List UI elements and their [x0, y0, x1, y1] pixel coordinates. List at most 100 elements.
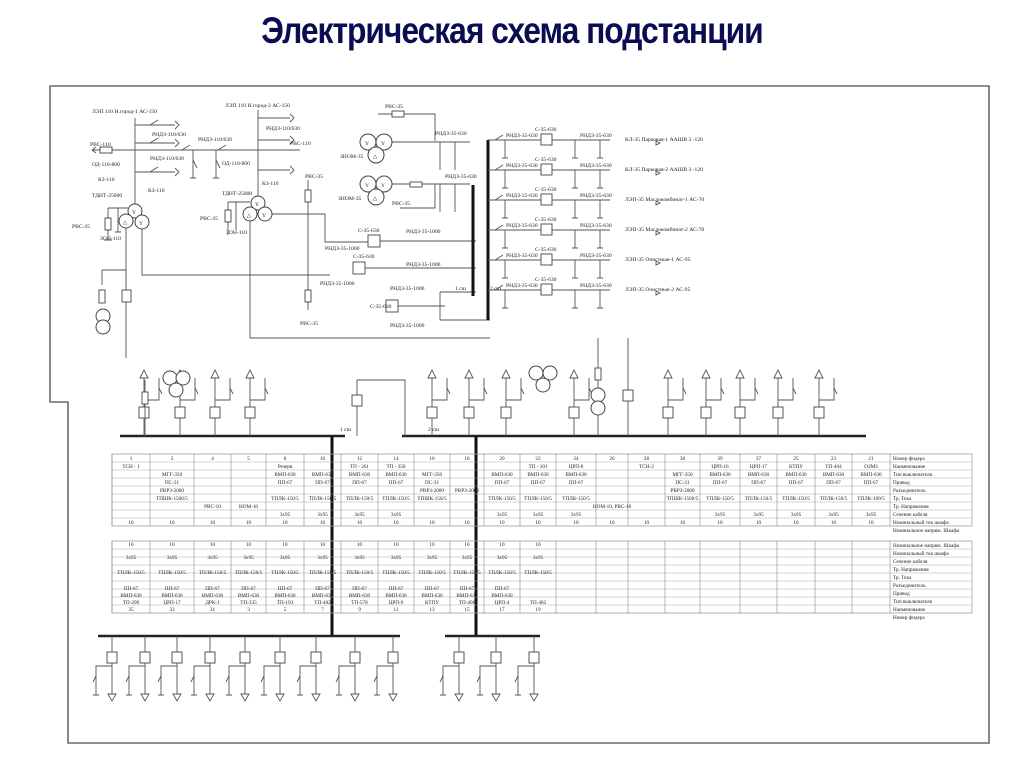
disconnector-icon: [494, 194, 504, 201]
table-cell: 3х95: [391, 512, 402, 518]
table-cell: 3х95: [126, 555, 137, 561]
table-cell: ТПЛК-150/5: [346, 570, 374, 576]
table-cell: 3х95: [715, 512, 726, 518]
table-row-label: Привод: [893, 480, 910, 486]
table-cell: 26: [609, 456, 615, 462]
table-cell: 37: [756, 456, 762, 462]
table-cell: КТПУ: [425, 600, 439, 606]
label-bus-10-1: 1 сш: [340, 427, 352, 433]
table-cell: ПП-67: [315, 480, 330, 486]
tsn-line: [597, 338, 629, 436]
table-cell: 10: [393, 542, 399, 548]
table-cell: ТПЛК-150/5: [782, 496, 810, 502]
table-cell: ТПШК-1500/5: [156, 496, 188, 502]
breaker-icon: [274, 651, 286, 664]
table-cell: ТП-482: [314, 600, 331, 606]
cable-end-icon: [172, 693, 182, 702]
table-cell: ВМП-630: [120, 593, 142, 599]
delta-symbol: △: [373, 154, 378, 160]
table-row-label: Наименование: [893, 464, 926, 470]
table-cell: 10: [169, 542, 175, 548]
label-rndz-35-630: РНДЗ-35-630: [506, 133, 538, 139]
table-cell: ВМП-630: [349, 472, 371, 478]
ground-switch-icon: [432, 378, 451, 401]
table-cell: 10: [609, 520, 615, 526]
table-row-label: Наименование: [893, 607, 926, 613]
table-cell: 3х95: [391, 555, 402, 561]
label-rndz-110-c: РНДЗ-110/630: [198, 137, 232, 143]
breaker-icon: [106, 651, 118, 664]
table-cell: ПС-31: [675, 480, 690, 486]
ground-switch-icon: [250, 378, 269, 401]
cable-end-icon: [464, 368, 474, 379]
table-cell: 22: [535, 456, 541, 462]
table-row-label: Привод: [893, 591, 910, 597]
ground-switch-icon: [778, 378, 797, 401]
table-cell: ЦРП-16: [711, 464, 729, 470]
table-cell: 10: [393, 520, 399, 526]
label-c-35-630: С-35-630: [535, 277, 557, 283]
ground-switch-icon: [125, 665, 145, 696]
breaker-icon: [463, 406, 475, 419]
ground-switch-icon: [190, 665, 210, 696]
ground-switch-icon: [335, 665, 355, 696]
label-kz-110-right: КЗ-110: [262, 181, 279, 187]
table-cell: ВМП-630: [565, 472, 587, 478]
breaker-icon: [772, 406, 784, 419]
table-cell: ПП-67: [241, 586, 256, 592]
table-cell: 5: [284, 607, 287, 613]
cable-end-icon: [501, 368, 511, 379]
cable-end-icon: [529, 693, 539, 702]
arrester-icon: [99, 146, 113, 154]
label-rndz-35-630: РНДЗ-35-630: [506, 163, 538, 169]
table-cell: 10: [246, 520, 252, 526]
table-cell: 21: [868, 456, 874, 462]
table-cell: 10: [357, 542, 363, 548]
drawing-frame: [49, 85, 990, 744]
feeder-name: ЛЭП-35 Очистные-1 АС-95: [625, 257, 691, 263]
arrester-icon: [141, 391, 149, 405]
label-rndz-35-630: РНДЗ-35-630: [580, 133, 612, 139]
table-cell: 10: [320, 542, 326, 548]
table-cell: МГГ-350: [672, 472, 693, 478]
ground-switch-icon: [439, 665, 459, 696]
table-cell: 10: [756, 520, 762, 526]
table-row-label: Номер фидера: [893, 455, 925, 462]
label-zon-110-left: ЗОН-110: [100, 236, 121, 242]
table-cell: 10: [464, 520, 470, 526]
table-cell: ТСН - 1: [122, 464, 140, 470]
table-cell: 17: [499, 607, 505, 613]
breaker-icon: [500, 406, 512, 419]
table-cell: 10: [320, 520, 326, 526]
table-cell: ТПЛК-150/5: [309, 570, 337, 576]
wye-symbol: Y: [255, 202, 259, 208]
table-cell: ЦРП-17: [163, 600, 181, 606]
table-row-label: Номинальное напряж. Шкафа: [893, 527, 960, 534]
table-cell: 10: [282, 520, 288, 526]
ground-switch-icon: [819, 378, 838, 401]
table-cell: ВМП-630: [274, 472, 296, 478]
table-cell: ТП-408: [459, 600, 476, 606]
breaker-icon: [244, 406, 256, 419]
ground-switch-icon: [502, 290, 603, 309]
table-cell: ТПЛК-150/5: [706, 496, 734, 502]
disconnector-icon: [494, 284, 504, 291]
table-cell: ТП - 261: [350, 464, 369, 470]
arrow-icon: [655, 230, 662, 236]
label-rndz-35-630-b: РНДЗ-35-630: [445, 174, 477, 180]
table-cell: ВМП-630: [421, 593, 443, 599]
cable-end-icon: [388, 693, 398, 702]
table-cell: 10: [246, 542, 252, 548]
table-cell: 10: [429, 520, 435, 526]
table-row-label: Сечение кабеля: [893, 558, 928, 565]
table-cell: ТПЛК-150/5: [346, 496, 374, 502]
breaker-icon: [734, 406, 746, 419]
table-cell: ТПЛК-150/5: [524, 496, 552, 502]
table-cell: 10: [169, 520, 175, 526]
table-cell: ТПЛК-150/5: [524, 570, 552, 576]
table-cell: 3х95: [207, 555, 218, 561]
table-cell: ПП-67: [751, 480, 766, 486]
label-rndz-35-630: РНДЗ-35-630: [506, 283, 538, 289]
table-cell: ПП-67: [124, 586, 139, 592]
table-cell: 10: [499, 542, 505, 548]
